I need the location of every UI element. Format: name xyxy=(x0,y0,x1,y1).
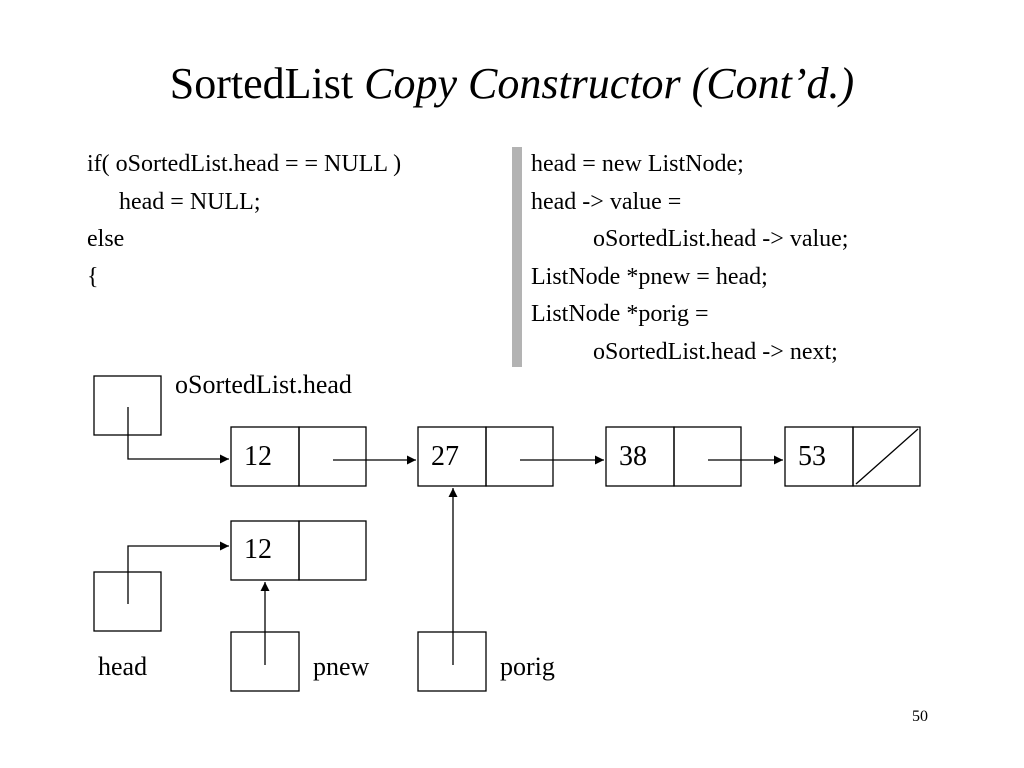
node-next-cell xyxy=(298,520,367,581)
title-italic: Copy Constructor (Cont’d.) xyxy=(364,59,855,108)
slide-title: SortedList Copy Constructor (Cont’d.) xyxy=(0,62,1024,106)
copy-node-value: 12 xyxy=(244,534,272,565)
node-value: 53 xyxy=(798,441,826,472)
head-arrow xyxy=(127,541,229,604)
node-value: 27 xyxy=(431,441,459,472)
code-block-right: head = new ListNode; head -> value = oSo… xyxy=(531,146,848,371)
code-line: oSortedList.head -> value; xyxy=(593,226,849,252)
source-node xyxy=(784,426,921,487)
null-pointer-slash xyxy=(855,428,919,485)
node-next-cell xyxy=(673,426,742,487)
code-line: head = NULL; xyxy=(119,188,261,215)
code-line: oSortedList.head -> next; xyxy=(593,338,838,365)
node-next-cell xyxy=(852,426,921,487)
porig-pointer-box xyxy=(417,631,487,692)
head-label: head xyxy=(98,652,147,681)
node-value: 38 xyxy=(619,441,647,472)
source-node xyxy=(417,426,554,487)
title-plain: SortedList xyxy=(169,59,365,108)
code-line: head = new ListNode; xyxy=(531,151,744,177)
source-node xyxy=(605,426,742,487)
code-line: ListNode *porig = xyxy=(531,301,709,327)
code-line: head -> value = xyxy=(531,188,682,215)
porig-label: porig xyxy=(500,652,555,681)
source-node xyxy=(230,426,367,487)
node-next-cell xyxy=(298,426,367,487)
code-line: if( oSortedList.head = = NULL ) xyxy=(87,151,402,177)
code-block-left: if( oSortedList.head = = NULL ) head = N… xyxy=(87,146,401,296)
code-line: else xyxy=(87,226,125,252)
copy-node xyxy=(230,520,367,581)
column-divider xyxy=(512,147,522,367)
source-head-label: oSortedList.head xyxy=(175,370,352,399)
node-value: 12 xyxy=(244,441,272,472)
node-next-cell xyxy=(485,426,554,487)
code-line: { xyxy=(87,263,99,290)
source-head-arrow xyxy=(127,407,229,464)
code-line: ListNode *pnew = head; xyxy=(531,263,768,290)
pnew-label: pnew xyxy=(313,652,370,681)
page-number: 50 xyxy=(912,708,928,725)
